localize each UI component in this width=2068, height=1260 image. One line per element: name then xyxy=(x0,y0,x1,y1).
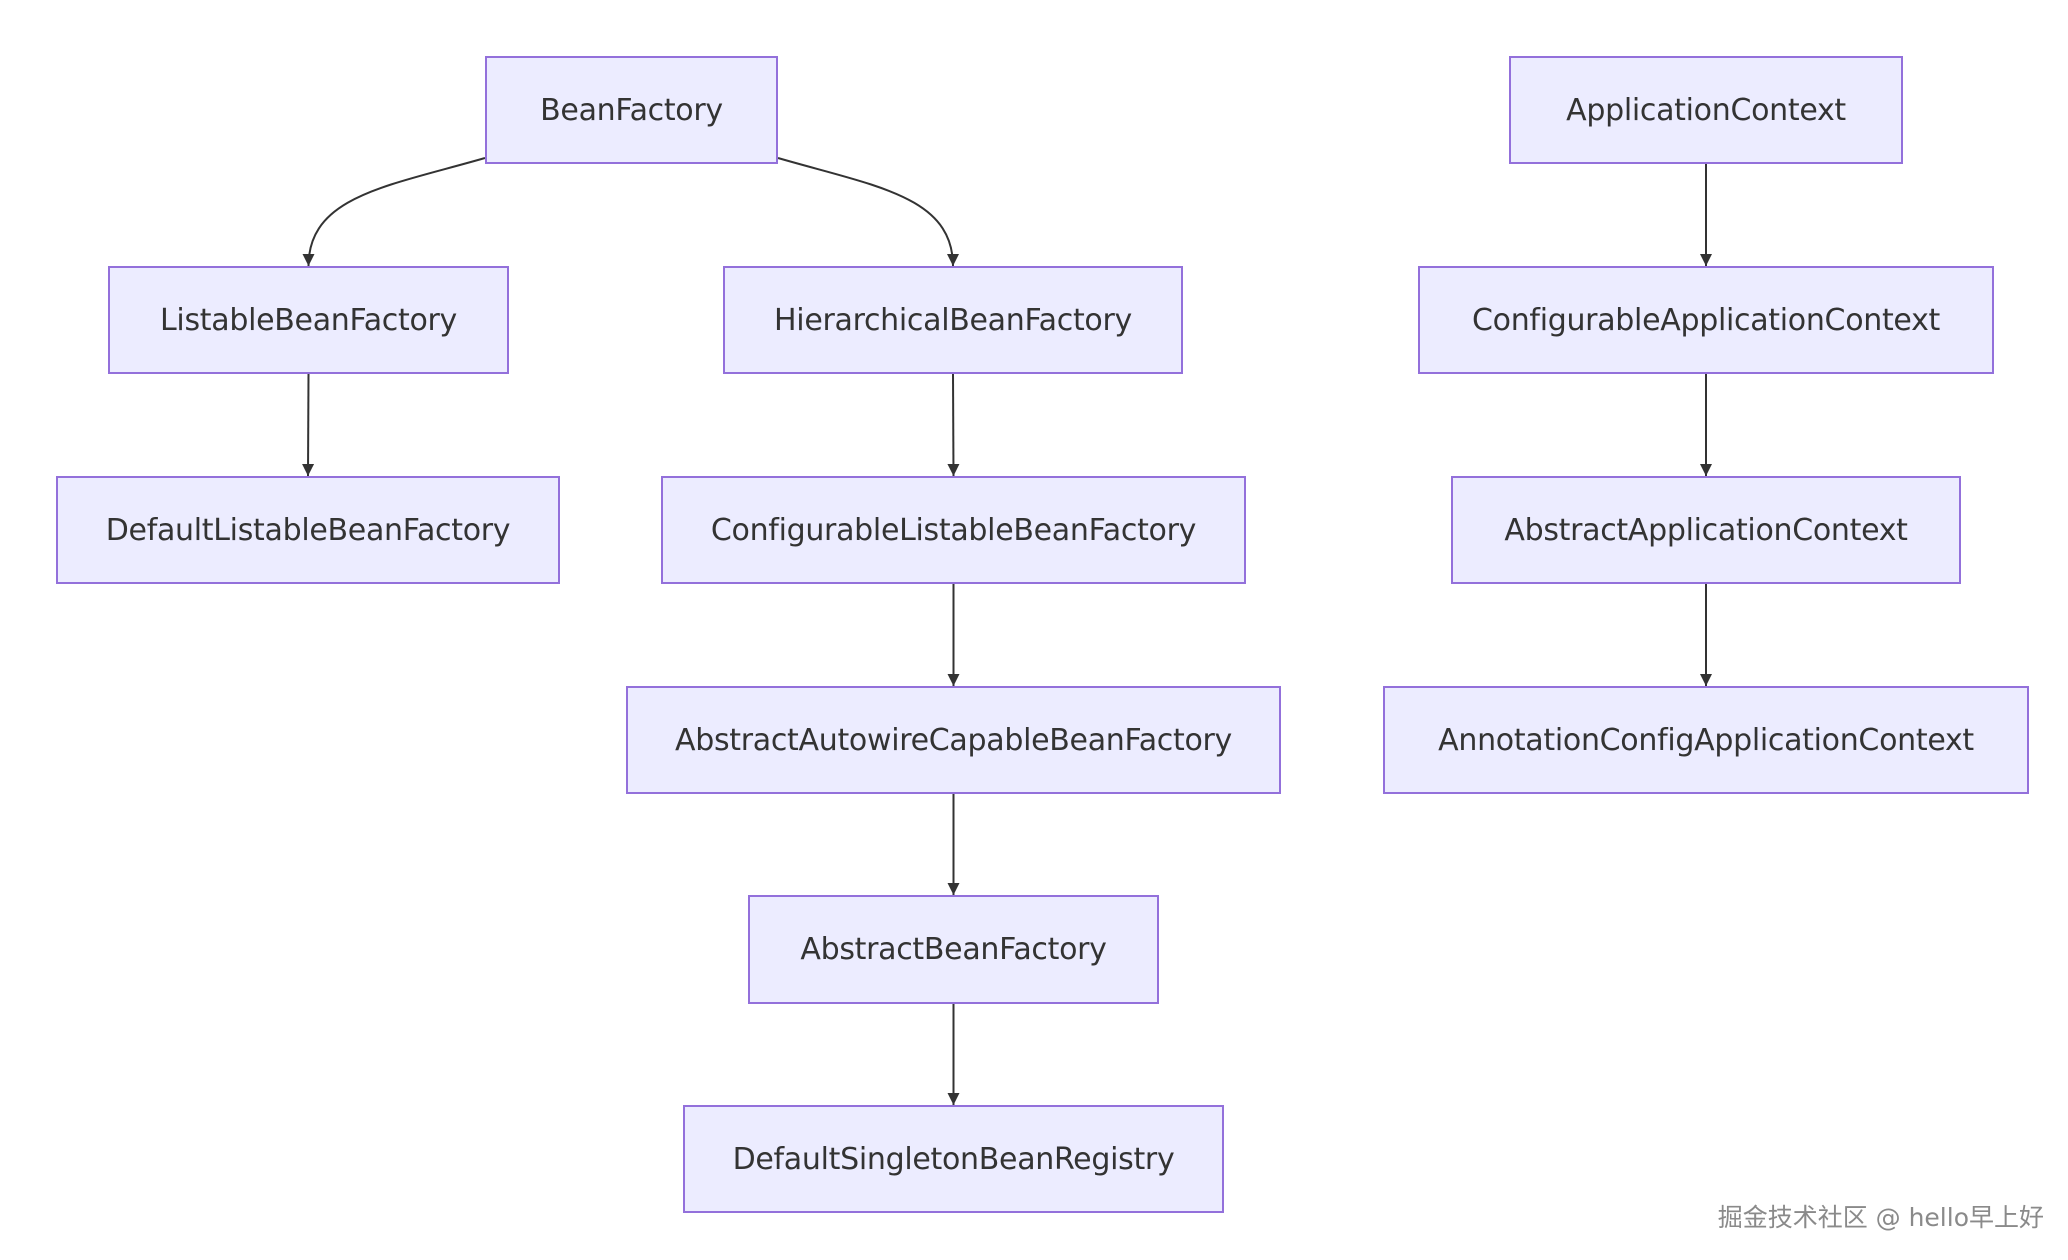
node-abstract-bean-factory: AbstractBeanFactory xyxy=(748,895,1159,1004)
node-application-context: ApplicationContext xyxy=(1509,56,1903,164)
node-label: ConfigurableApplicationContext xyxy=(1472,302,1940,338)
node-default-listable-bean-factory: DefaultListableBeanFactory xyxy=(56,476,560,584)
node-default-singleton-bean-registry: DefaultSingletonBeanRegistry xyxy=(683,1105,1224,1213)
node-hierarchical-bean-factory: HierarchicalBeanFactory xyxy=(723,266,1183,374)
node-listable-bean-factory: ListableBeanFactory xyxy=(108,266,509,374)
edge-bean-factory-to-hierarchical-bean-factory xyxy=(777,157,959,267)
node-bean-factory: BeanFactory xyxy=(485,56,778,164)
node-label: DefaultSingletonBeanRegistry xyxy=(732,1141,1175,1177)
node-label: AbstractBeanFactory xyxy=(800,932,1107,967)
node-label: ListableBeanFactory xyxy=(160,302,457,338)
node-configurable-listable-bean-factory: ConfigurableListableBeanFactory xyxy=(661,476,1246,584)
edge-listable-bean-factory-to-default-listable-bean-factory xyxy=(302,373,315,477)
node-label: BeanFactory xyxy=(540,92,723,128)
node-label: AnnotationConfigApplicationContext xyxy=(1438,722,1974,758)
node-abstract-autowire-capable-bean-factory: AbstractAutowireCapableBeanFactory xyxy=(626,686,1281,794)
node-label: HierarchicalBeanFactory xyxy=(774,302,1132,338)
edge-hierarchical-bean-factory-to-configurable-listable-bean-factory xyxy=(947,373,960,477)
node-label: AbstractAutowireCapableBeanFactory xyxy=(674,722,1232,758)
node-label: AbstractApplicationContext xyxy=(1504,512,1908,548)
node-label: ConfigurableListableBeanFactory xyxy=(710,512,1197,548)
node-abstract-application-context: AbstractApplicationContext xyxy=(1451,476,1961,584)
watermark: 掘金技术社区 @ hello早上好 xyxy=(1717,1203,2044,1232)
node-configurable-application-context: ConfigurableApplicationContext xyxy=(1418,266,1994,374)
edge-bean-factory-to-listable-bean-factory xyxy=(302,157,486,267)
node-label: ApplicationContext xyxy=(1566,92,1846,128)
node-label: DefaultListableBeanFactory xyxy=(105,512,511,548)
node-annotation-config-application-context: AnnotationConfigApplicationContext xyxy=(1383,686,2029,794)
